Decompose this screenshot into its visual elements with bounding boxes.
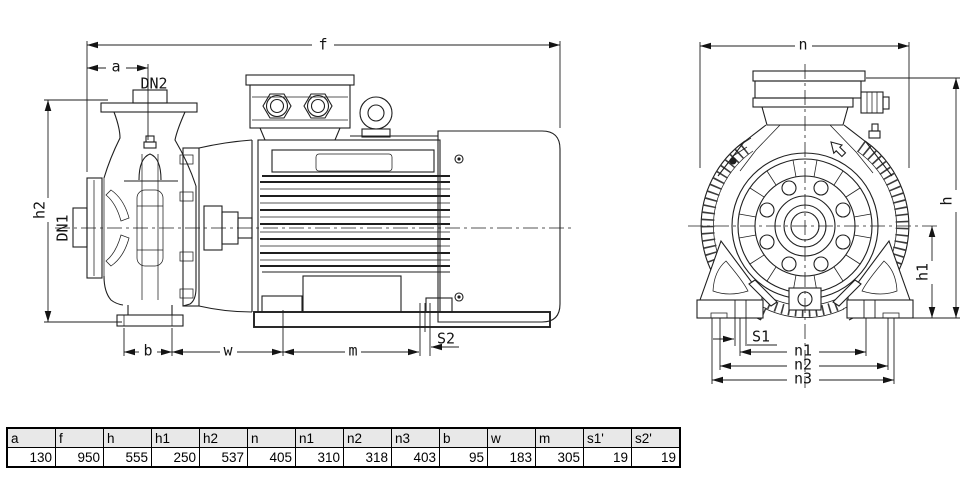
table-header-cell: n3: [391, 427, 440, 448]
table-value-cell: 318: [343, 447, 392, 468]
table-value-cell: 130: [6, 447, 56, 468]
dim-label-f: f: [318, 36, 327, 54]
base-plate: [253, 311, 551, 328]
table-value-cell: 310: [295, 447, 344, 468]
plug-bolt-icon: [729, 157, 737, 165]
rotation-arrow-icon: [830, 141, 847, 158]
table-header-cell: n: [247, 427, 296, 448]
table-value-cell: 950: [55, 447, 104, 468]
pump-casing: [103, 111, 200, 327]
table-header-cell: a: [6, 427, 56, 448]
dim-label-n2: n2: [794, 356, 812, 374]
motor-fins: [260, 181, 450, 267]
table-header-cell: f: [55, 427, 104, 448]
lifting-eye-icon: [359, 96, 393, 138]
table-value-cell: 183: [487, 447, 536, 468]
table-value-cell: 95: [439, 447, 488, 468]
cover-bolt-icon: [454, 292, 464, 302]
table-value-cell: 305: [535, 447, 584, 468]
dim-label-n1: n1: [794, 342, 812, 360]
table-header-cell: s1': [583, 427, 632, 448]
pump-drawing-svg: f a DN2 DN1 h2 b: [31, 36, 960, 388]
cable-gland-icon: [303, 93, 333, 119]
table-value-cell: 405: [247, 447, 296, 468]
table-header-cell: n2: [343, 427, 392, 448]
front-terminal-box: [717, 70, 893, 177]
bolt-holes: [759, 180, 851, 272]
dim-label-b: b: [143, 342, 152, 360]
dim-label-a: a: [111, 58, 120, 76]
table-header-cell: h1: [151, 427, 200, 448]
table-header-cell: n1: [295, 427, 344, 448]
dim-label-n: n: [798, 36, 807, 54]
table-header-cell: h: [103, 427, 152, 448]
table-value-row: 130 950 555 250 537 405 310 318 403 95 1…: [6, 447, 681, 468]
dim-label-dn2: DN2: [140, 75, 167, 93]
dim-label-n3: n3: [794, 370, 812, 388]
flange-spokes: [738, 159, 872, 293]
front-feet: [696, 239, 914, 319]
table-value-cell: 250: [151, 447, 200, 468]
dim-label-h: h: [938, 196, 956, 205]
side-view: f a DN2 DN1 h2 b: [31, 36, 574, 360]
table-value-cell: 555: [103, 447, 152, 468]
discharge-flange: [100, 89, 198, 113]
table-header-cell: s2': [631, 427, 681, 448]
side-view-dimensions: f a DN2 DN1 h2 b: [31, 36, 561, 360]
cable-gland-icon: [262, 93, 292, 119]
dim-label-h1: h1: [914, 263, 932, 281]
table-header-cell: w: [487, 427, 536, 448]
table-value-cell: 19: [583, 447, 632, 468]
table-header-cell: m: [535, 427, 584, 448]
dim-label-w: w: [223, 342, 233, 360]
cover-bolt-icon: [454, 154, 464, 164]
s2-slot: [419, 303, 431, 332]
table-header-cell: b: [439, 427, 488, 448]
dim-label-s1: S1: [752, 328, 770, 346]
dim-label-h2: h2: [31, 201, 49, 219]
table-header-row: a f h h1 h2 n n1 n2 n3 b w m s1' s2': [6, 427, 681, 448]
table-header-cell: h2: [199, 427, 248, 448]
terminal-box: [245, 74, 355, 141]
table-value-cell: 403: [391, 447, 440, 468]
front-view-dimensions: n h h1 S1 n1: [699, 36, 960, 388]
bearing-bracket: [198, 139, 253, 313]
table-value-cell: 537: [199, 447, 248, 468]
dim-label-s2: S2: [437, 330, 455, 348]
dim-label-m: m: [348, 342, 357, 360]
top-plug-icon: [868, 123, 881, 139]
dimension-table: a f h h1 h2 n n1 n2 n3 b w m s1' s2' 130…: [6, 427, 681, 468]
vent-plug: [124, 135, 178, 182]
table-value-cell: 19: [631, 447, 681, 468]
front-view: n h h1 S1 n1: [688, 36, 960, 388]
cable-gland-front-icon: [860, 91, 890, 114]
dim-label-dn1: DN1: [54, 214, 72, 241]
motor-side: [245, 74, 561, 332]
